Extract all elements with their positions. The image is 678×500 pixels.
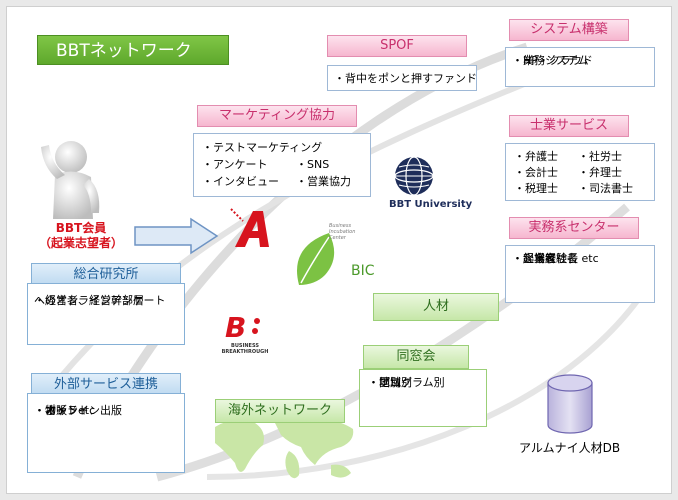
- gaibu-item-2: ・カード: [34, 404, 78, 417]
- bbt-member-label: BBT会員 （起業志望者）: [31, 221, 131, 251]
- jinzai-header: 人材: [373, 293, 499, 321]
- diagram-canvas: BBTネットワーク BBT会員 （起業志望者） SPOF ・背中をポンと押すファ…: [6, 6, 672, 494]
- marketing-item-5: ・営業協力: [296, 175, 351, 188]
- person-figure-icon: [41, 141, 100, 219]
- bbt-university-label: BBT University: [389, 199, 473, 210]
- database-cylinder-icon: [547, 374, 593, 434]
- world-map-icon: [215, 416, 354, 479]
- dosokai-item-2: ・地域別: [368, 376, 412, 389]
- jitsumu-item-3: ・上場経験者 etc: [512, 252, 599, 265]
- marketing-item-2: ・アンケート: [202, 158, 268, 171]
- shigyo-header: 士業サービス: [509, 115, 629, 137]
- diagram-title: BBTネットワーク: [37, 35, 229, 65]
- spof-header: SPOF: [327, 35, 467, 57]
- business-breakthrough-logo-icon: B: [225, 311, 260, 344]
- dosokai-item-1: ・プログラム別: [368, 376, 445, 389]
- shigyo-left-3: ・税理士: [514, 182, 558, 195]
- jitsumu-header: 実務系センター: [509, 217, 639, 239]
- system-item-2: ・業務システム: [512, 54, 589, 67]
- marketing-box: ・テストマーケティング ・アンケート ・インタビュー ・SNS ・営業協力: [193, 133, 371, 197]
- bb-small-2: BREAKTHROUGH: [221, 349, 269, 355]
- shigyo-right-1: ・社労士: [578, 150, 622, 163]
- gaibu-item-1: ・オンライン出版: [34, 404, 122, 417]
- gaibu-item-4: ・物販 etc: [34, 404, 96, 417]
- bic-leaf-icon: [297, 233, 335, 285]
- member-line-2: （起業志望者）: [38, 236, 123, 250]
- marketing-header: マーケティング協力: [197, 105, 357, 127]
- shigyo-box: ・弁護士 ・会計士 ・税理士 ・社労士 ・弁理士 ・司法書士: [505, 143, 655, 201]
- bic-small-label: Business Incubation Center: [329, 223, 356, 241]
- arrow-icon: [134, 217, 219, 255]
- marketing-item-1: ・テストマーケティング: [202, 141, 323, 154]
- alumni-db-label: アルムナイ人材DB: [519, 441, 621, 455]
- marketing-item-4: ・SNS: [296, 158, 330, 171]
- bb-small-1: BUSINESS: [231, 343, 259, 349]
- shigyo-left-2: ・会計士: [514, 166, 558, 179]
- jitsumu-item-1: ・経営者: [512, 252, 556, 265]
- bbt-university-globe-icon: [394, 156, 434, 196]
- spof-box: ・背中をポンと押すファンド: [327, 65, 477, 91]
- jitsumu-item-2: ・起業家社長: [512, 252, 578, 265]
- business-breakthrough-label: BUSINESS BREAKTHROUGH: [219, 343, 271, 355]
- soken-item-1: ・経営者、経営幹部層: [34, 294, 144, 307]
- jitsumu-box: ・経営者 ・起業家社長 ・上場経験者 etc: [505, 245, 655, 303]
- soken-item-2: へのオンラインアンケート: [34, 294, 166, 307]
- shigyo-left-1: ・弁護士: [514, 150, 558, 163]
- svg-text:B: B: [225, 311, 246, 344]
- dosokai-header: 同窓会: [363, 345, 469, 369]
- shigyo-right-2: ・弁理士: [578, 166, 622, 179]
- gaibu-box: ・オンライン出版 ・カード ・ポイント ・物販 etc: [27, 393, 185, 473]
- dosokai-box: ・プログラム別 ・地域別 ・国別: [359, 369, 487, 427]
- gaibu-item-3: ・ポイント: [34, 404, 89, 417]
- shigyo-right-3: ・司法書士: [578, 182, 633, 195]
- system-box: ・HP・クラウド ・業務システム: [505, 47, 655, 87]
- member-line-1: BBT会員: [55, 221, 107, 235]
- bic-label: BIC: [351, 263, 375, 279]
- a-logo-icon: [230, 208, 269, 247]
- system-header: システム構築: [509, 19, 629, 41]
- dosokai-item-3: ・国別: [368, 376, 401, 389]
- spof-item: ・背中をポンと押すファンド: [334, 72, 477, 85]
- marketing-item-3: ・インタビュー: [202, 175, 279, 188]
- kaigai-label: 海外ネットワーク: [215, 399, 345, 423]
- soken-box: ・経営者、経営幹部層 へのオンラインアンケート: [27, 283, 185, 345]
- system-item-1: ・HP・クラウド: [512, 54, 593, 67]
